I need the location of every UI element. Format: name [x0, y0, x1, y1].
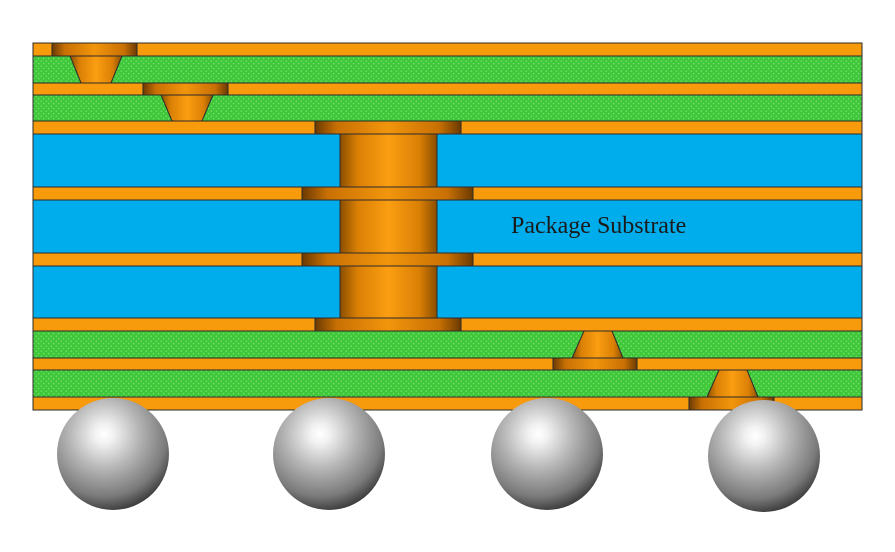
copper-layer-bottom — [33, 397, 862, 410]
buildup-dielectric-2 — [33, 95, 862, 121]
via-barrel — [339, 133, 438, 319]
microvia-bottom-1 — [552, 330, 638, 371]
via-pad-top — [314, 120, 462, 135]
microvia-bottom-2 — [688, 369, 775, 411]
via-pad-bottom — [314, 317, 462, 332]
solder-balls — [57, 398, 820, 512]
solder-ball — [273, 398, 385, 510]
solder-ball — [708, 400, 820, 512]
microvia-top-1 — [51, 42, 138, 84]
copper-layer-7 — [33, 358, 862, 370]
microvia-top-2 — [142, 82, 229, 122]
core-layer-2 — [33, 200, 862, 253]
solder-ball — [57, 398, 169, 510]
core-layer-3 — [33, 266, 862, 318]
substrate-label: Package Substrate — [511, 213, 686, 239]
core-layer-1 — [33, 134, 862, 187]
via-pad-inner-2 — [301, 252, 474, 267]
through-hole-via — [301, 120, 474, 332]
buildup-dielectric-1 — [33, 56, 862, 83]
buildup-dielectric-3 — [33, 331, 862, 358]
copper-layer-2 — [33, 83, 862, 95]
via-pad-inner-1 — [301, 186, 474, 201]
layer-stack — [32, 42, 863, 411]
solder-ball — [491, 398, 603, 510]
copper-layer-top — [33, 43, 862, 56]
